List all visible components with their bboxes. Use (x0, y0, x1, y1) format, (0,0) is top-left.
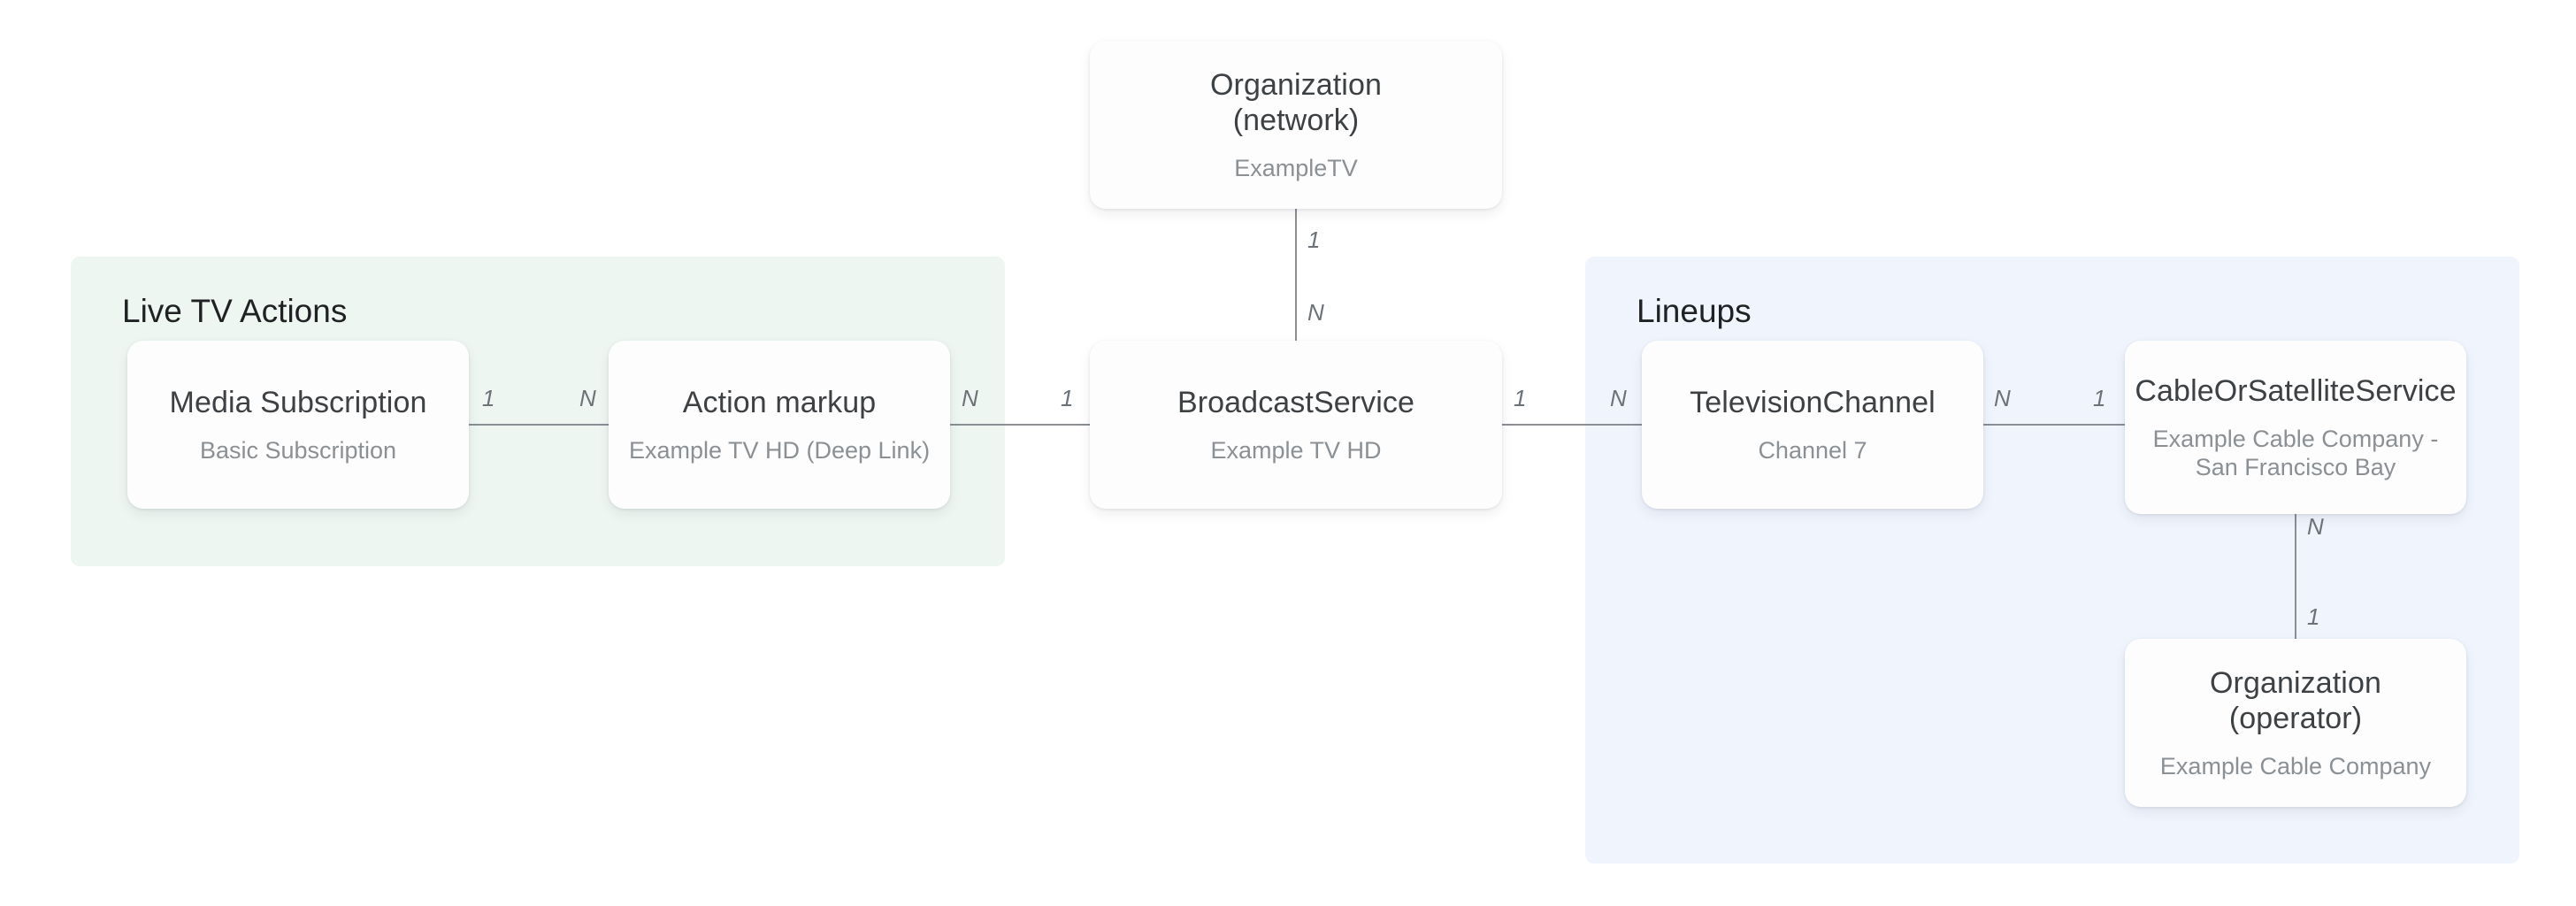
edge-organization-network-to-broadcast-service (1295, 209, 1297, 342)
node-subtitle-television-channel: Channel 7 (1758, 436, 1867, 464)
node-organization-operator[interactable]: Organization (operator) Example Cable Co… (2125, 639, 2466, 807)
node-title-organization-operator: Organization (operator) (2210, 665, 2381, 735)
edge-media-subscription-to-action-markup (469, 424, 609, 426)
cardinality-cable-to-operator-bottom: 1 (2307, 603, 2320, 630)
node-subtitle-organization-network: ExampleTV (1234, 154, 1358, 181)
cardinality-org-network-to-broadcast-top: 1 (1307, 226, 1321, 253)
cardinality-media-subscription-right: 1 (482, 385, 495, 411)
node-subtitle-media-subscription: Basic Subscription (199, 436, 397, 464)
cardinality-television-channel-left: N (1610, 385, 1627, 411)
group-title-lineups: Lineups (1637, 293, 1752, 329)
node-subtitle-broadcast-service: Example TV HD (1210, 436, 1382, 464)
cardinality-action-markup-right: N (962, 385, 978, 411)
cardinality-cable-to-operator-top: N (2307, 513, 2324, 540)
edge-action-markup-to-broadcast-service (950, 424, 1090, 426)
cardinality-cable-or-satellite-service-left: 1 (2093, 385, 2106, 411)
node-title-organization-network: Organization (network) (1210, 67, 1382, 137)
edge-broadcast-service-to-television-channel (1502, 424, 1642, 426)
group-title-live-tv-actions: Live TV Actions (122, 293, 348, 329)
cardinality-broadcast-service-right: 1 (1514, 385, 1527, 411)
node-broadcast-service[interactable]: BroadcastService Example TV HD (1090, 341, 1502, 509)
edge-cable-or-satellite-service-to-organization-operator (2295, 514, 2296, 639)
cardinality-broadcast-service-left: 1 (1061, 385, 1074, 411)
cardinality-org-network-to-broadcast-bottom: N (1307, 299, 1324, 326)
node-title-television-channel: TelevisionChannel (1690, 385, 1936, 419)
node-action-markup[interactable]: Action markup Example TV HD (Deep Link) (609, 341, 950, 509)
node-subtitle-cable-or-satellite-service: Example Cable Company - San Francisco Ba… (2152, 425, 2439, 481)
node-organization-network[interactable]: Organization (network) ExampleTV (1090, 41, 1502, 209)
cardinality-action-markup-left: N (579, 385, 596, 411)
node-title-media-subscription: Media Subscription (169, 385, 427, 419)
node-title-broadcast-service: BroadcastService (1177, 385, 1415, 419)
cardinality-television-channel-right: N (1994, 385, 2011, 411)
node-title-cable-or-satellite-service: CableOrSatelliteService (2135, 373, 2457, 408)
node-subtitle-action-markup: Example TV HD (Deep Link) (628, 436, 931, 464)
node-media-subscription[interactable]: Media Subscription Basic Subscription (127, 341, 469, 509)
edge-television-channel-to-cable-or-satellite-service (1983, 424, 2125, 426)
node-title-action-markup: Action markup (682, 385, 877, 419)
node-subtitle-organization-operator: Example Cable Company (2159, 752, 2432, 779)
node-television-channel[interactable]: TelevisionChannel Channel 7 (1642, 341, 1983, 509)
node-cable-or-satellite-service[interactable]: CableOrSatelliteService Example Cable Co… (2125, 341, 2466, 514)
